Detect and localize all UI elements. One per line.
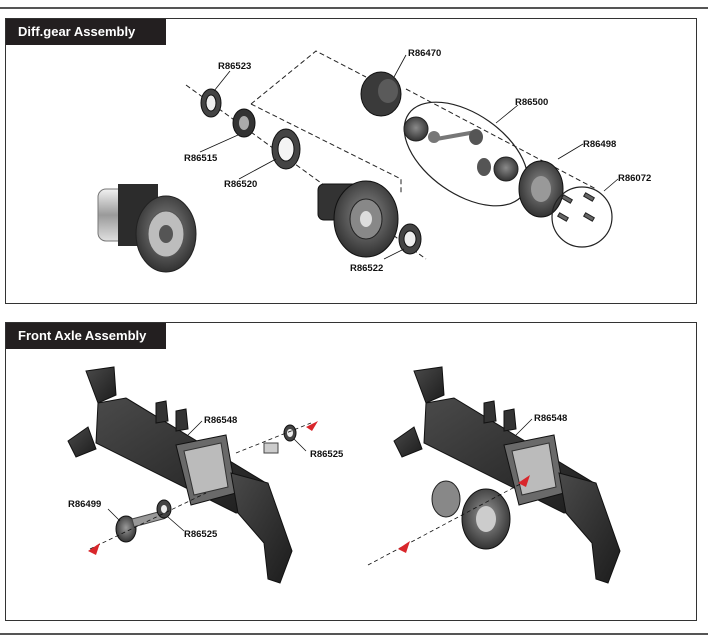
bearing-r86525-top <box>283 424 297 442</box>
front-axle-assembly-title: Front Axle Assembly <box>6 323 166 349</box>
label-r86522: R86522 <box>350 263 383 274</box>
assembly-guide-lines <box>185 50 597 260</box>
pinion-gear-r86499 <box>115 510 166 543</box>
ring-gear-r86498 <box>518 160 564 218</box>
label-r86515: R86515 <box>184 153 218 164</box>
label-r86548-left: R86548 <box>204 415 237 426</box>
bearing-r86522 <box>398 223 422 255</box>
nut-r86515 <box>232 108 256 138</box>
screws-highlight-r86072 <box>551 186 613 248</box>
label-r86500: R86500 <box>515 97 548 108</box>
axle-leader-lines <box>107 418 533 532</box>
leader-lines <box>199 54 619 260</box>
red-arrow-bearing <box>306 421 318 431</box>
bearing-r86520 <box>271 128 301 170</box>
diff-gear-assembly-panel: Diff.gear Assembly <box>5 18 697 304</box>
top-rule <box>0 7 708 9</box>
label-r86548-right: R86548 <box>534 413 567 424</box>
front-axle-exploded-diagram: R86548 R86525 R86499 R86525 R86548 <box>67 366 621 584</box>
bottom-rule <box>0 633 708 635</box>
label-r86498: R86498 <box>583 139 616 150</box>
diff-gear-exploded-diagram: R86523 R86470 R86500 R86515 R86520 R8649… <box>97 48 651 274</box>
label-r86072: R86072 <box>618 173 651 184</box>
front-axle-assembly-panel: Front Axle Assembly <box>5 322 697 621</box>
ring-gear-case <box>317 180 399 258</box>
guide-line-diff <box>367 480 527 566</box>
label-r86499: R86499 <box>68 499 101 510</box>
diff-unit-insert <box>431 480 511 550</box>
spider-gears-r86500 <box>403 116 519 182</box>
red-arrow-pinion <box>88 543 100 555</box>
diff-gear-assembly-title: Diff.gear Assembly <box>6 19 166 45</box>
label-r86520: R86520 <box>224 179 257 190</box>
axle-housing-left <box>67 366 293 584</box>
label-r86523: R86523 <box>218 61 251 72</box>
screws-r86072 <box>556 192 596 222</box>
bearing-r86523 <box>200 88 222 118</box>
diff-housing-r86470 <box>360 71 402 117</box>
red-arrow-diff-inner <box>518 475 530 487</box>
label-r86525-top: R86525 <box>310 449 344 460</box>
guide-line-pinion <box>89 492 207 550</box>
bearing-r86525-bottom <box>156 499 172 519</box>
axle-housing-right <box>393 366 621 584</box>
assembled-diff-photo <box>97 184 197 273</box>
label-r86525-bottom: R86525 <box>184 529 218 540</box>
label-r86470: R86470 <box>408 48 441 59</box>
red-arrow-diff-outer <box>398 541 410 553</box>
